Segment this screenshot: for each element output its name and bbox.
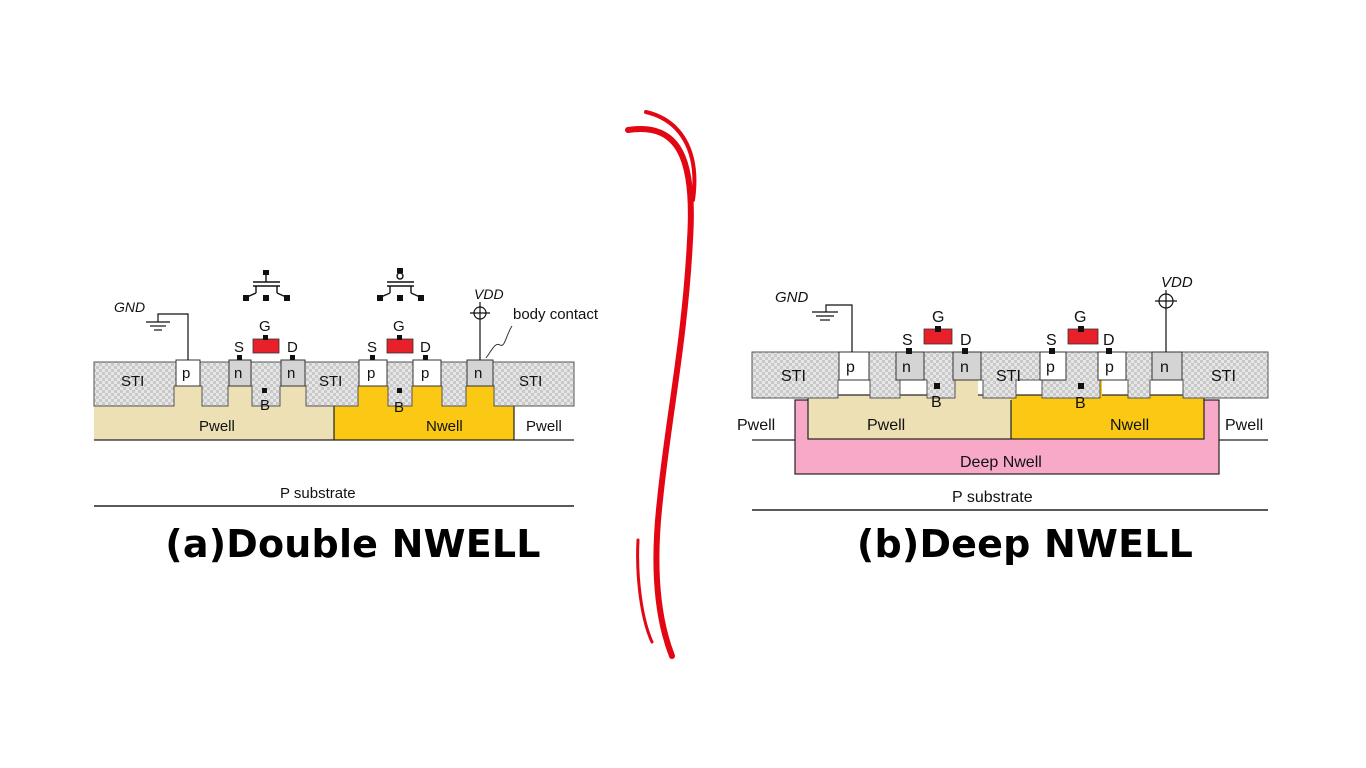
body-label-pmos: B: [394, 399, 404, 416]
drain-label-nmos: D: [287, 339, 298, 356]
n-source: [895, 351, 925, 381]
red-divider-stroke: [625, 110, 697, 659]
source-label-nmos: S: [234, 339, 244, 356]
n-label-source: n: [234, 365, 242, 382]
caption-double-nwell: (a)Double NWELL: [165, 522, 541, 566]
p-label-source: p: [367, 365, 375, 382]
n-body-tap: [1151, 351, 1183, 381]
pwell-label-left: Pwell: [737, 417, 775, 434]
n-drain: [952, 351, 982, 381]
n-label-drain: n: [960, 359, 969, 376]
deep-nwell-label: Deep Nwell: [960, 454, 1042, 471]
drain-label-pmos: D: [420, 339, 431, 356]
n-label-source: n: [902, 359, 911, 376]
p-label-source: p: [1046, 359, 1055, 376]
pwell-region: [808, 395, 1011, 439]
source-label-nmos: S: [902, 332, 913, 349]
vdd-icon: [1155, 290, 1177, 352]
vdd-icon: [470, 302, 490, 360]
gate-label-pmos: G: [393, 318, 405, 335]
body-label-nmos: B: [260, 397, 270, 414]
n-label-tap: n: [474, 365, 482, 382]
sti-label-left: STI: [781, 368, 806, 385]
ground-icon: [146, 313, 189, 360]
ground-icon: [812, 304, 853, 352]
pwell-label: Pwell: [199, 418, 235, 435]
substrate-label: P substrate: [280, 485, 356, 502]
n-label-drain: n: [287, 365, 295, 382]
sti-label-right: STI: [1211, 368, 1236, 385]
body-label-nmos: B: [931, 394, 942, 411]
diagram-double-nwell: GND VDD body contact STI STI STI p n n p…: [93, 268, 599, 507]
pwell-label-inner: Pwell: [867, 417, 905, 434]
substrate-label: P substrate: [952, 489, 1033, 506]
p-label-tap: p: [182, 365, 190, 382]
gnd-label: GND: [775, 289, 809, 306]
sti-label-middle: STI: [996, 368, 1021, 385]
sti-trench: [751, 351, 1269, 399]
gate-label-nmos: G: [259, 318, 271, 335]
p-label-drain: p: [421, 365, 429, 382]
source-label-pmos: S: [367, 339, 377, 356]
vdd-label: VDD: [474, 286, 504, 302]
vdd-label: VDD: [1161, 274, 1193, 291]
n-label-tap: n: [1160, 359, 1169, 376]
gate-label-pmos: G: [1074, 309, 1086, 326]
body-contact-label: body contact: [513, 306, 599, 323]
drain-label-pmos: D: [1103, 332, 1115, 349]
nmos-symbol-icon: [243, 270, 290, 301]
source-label-pmos: S: [1046, 332, 1057, 349]
p-drain: [412, 359, 442, 387]
caption-deep-nwell: (b)Deep NWELL: [856, 522, 1194, 566]
p-body-tap: [838, 351, 870, 381]
sti-label-middle: STI: [319, 373, 342, 390]
sti-label-right: STI: [519, 373, 542, 390]
body-label-pmos: B: [1075, 395, 1086, 412]
nwell-label: Nwell: [1110, 417, 1149, 434]
sti-label-left: STI: [121, 373, 144, 390]
pmos-symbol-icon: [377, 268, 424, 301]
drain-label-nmos: D: [960, 332, 972, 349]
p-body-tap: [175, 359, 201, 387]
pmos-gate: [386, 338, 414, 354]
gate-label-nmos: G: [932, 309, 944, 326]
gnd-label: GND: [114, 299, 145, 315]
pwell-label-right: Pwell: [1225, 417, 1263, 434]
nwell-region: [1011, 395, 1204, 439]
nmos-gate: [252, 338, 280, 354]
pwell-outer-label: Pwell: [526, 418, 562, 435]
n-drain: [280, 359, 306, 387]
p-label-tap: p: [846, 359, 855, 376]
p-label-drain: p: [1105, 359, 1114, 376]
nwell-label: Nwell: [426, 418, 463, 435]
diagram-deep-nwell: GND VDD STI STI STI p n n p p n S G D B …: [737, 274, 1269, 511]
body-contact-pointer: [485, 325, 513, 359]
